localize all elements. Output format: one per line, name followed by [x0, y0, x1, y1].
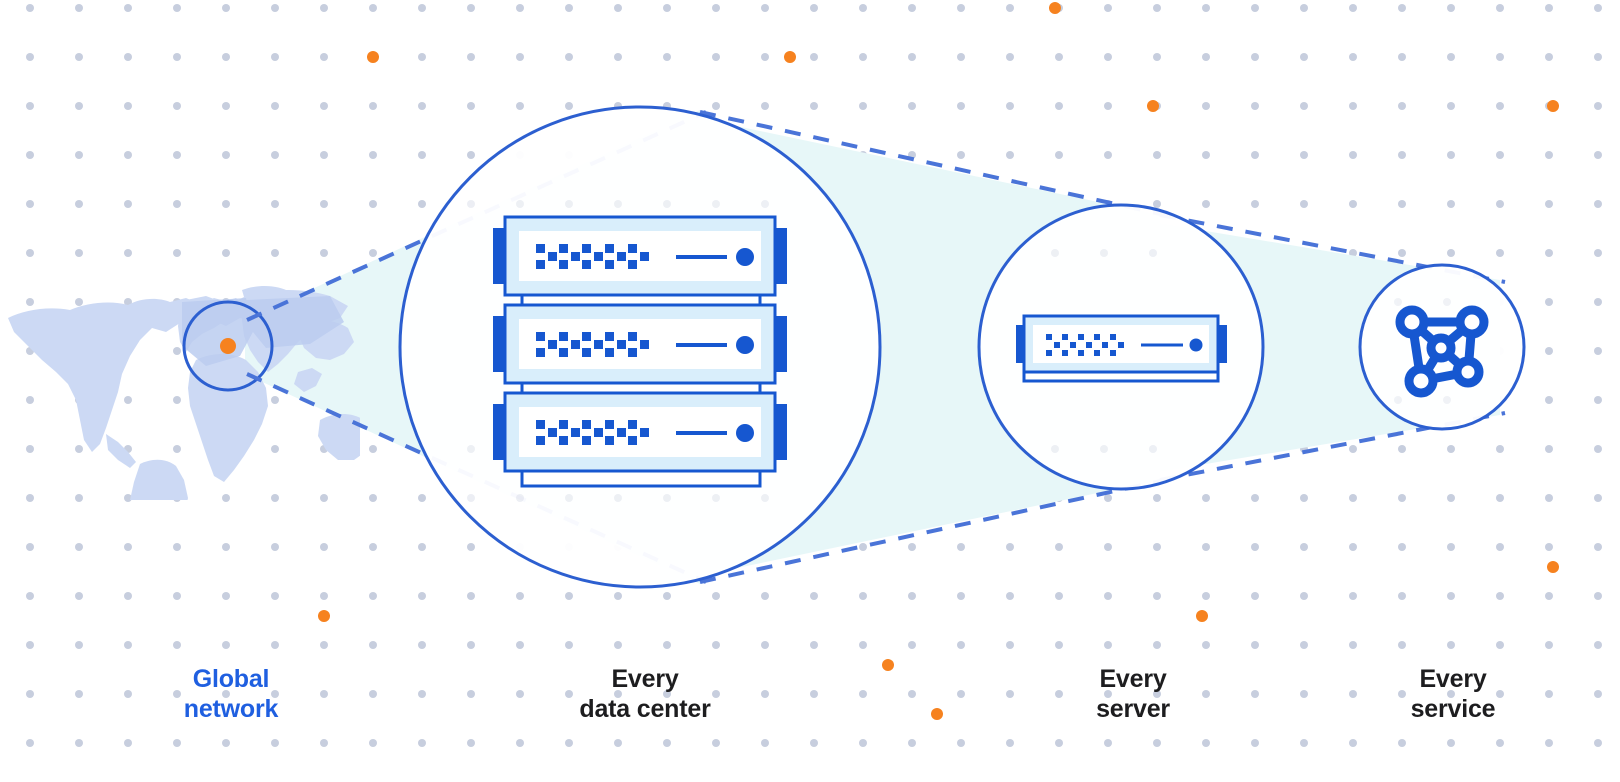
led-matrix: [536, 332, 649, 357]
stage-label-data-center: Every data center: [579, 665, 711, 723]
led-matrix: [1046, 334, 1124, 356]
led-matrix: [536, 244, 649, 269]
map-highlight-circle: [182, 300, 274, 392]
stage-label-global-network: Global network: [183, 665, 279, 723]
orange-accent-dots: [318, 2, 1559, 720]
stage-label-server: Every server: [1096, 665, 1170, 723]
rack-unit-3: [493, 391, 787, 473]
network-mesh-icon: [1395, 305, 1489, 398]
rack-unit-1: [493, 215, 787, 297]
stage-label-service: Every service: [1410, 665, 1496, 723]
server-unit-icon: [1016, 314, 1227, 383]
map-location-marker: [220, 338, 236, 354]
rack-unit-2: [493, 303, 787, 385]
server-rack-icon: [493, 215, 787, 488]
led-matrix: [536, 420, 649, 445]
